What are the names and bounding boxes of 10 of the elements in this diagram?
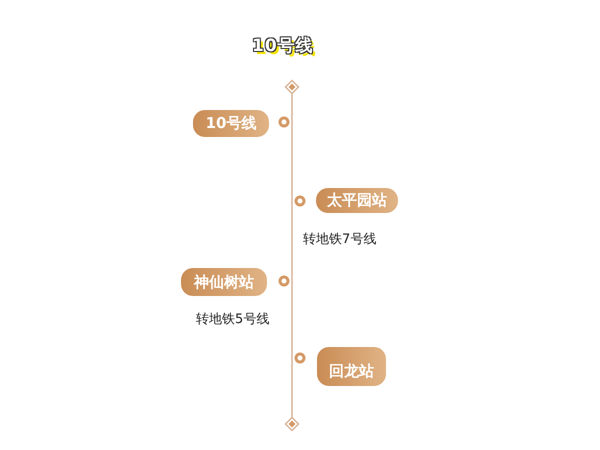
title: 10号线 — [252, 34, 314, 57]
station-label: 回龙站 — [317, 347, 386, 386]
transfer-note: 转地铁5号线 — [196, 311, 270, 328]
station-label: 10号线 — [193, 110, 269, 137]
station-label: 神仙树站 — [181, 268, 267, 296]
station-label: 太平园站 — [316, 188, 398, 213]
diamond-marker — [284, 79, 300, 95]
transfer-note: 转地铁7号线 — [303, 231, 376, 248]
timeline-line — [291, 94, 293, 418]
diamond-marker — [284, 416, 300, 432]
